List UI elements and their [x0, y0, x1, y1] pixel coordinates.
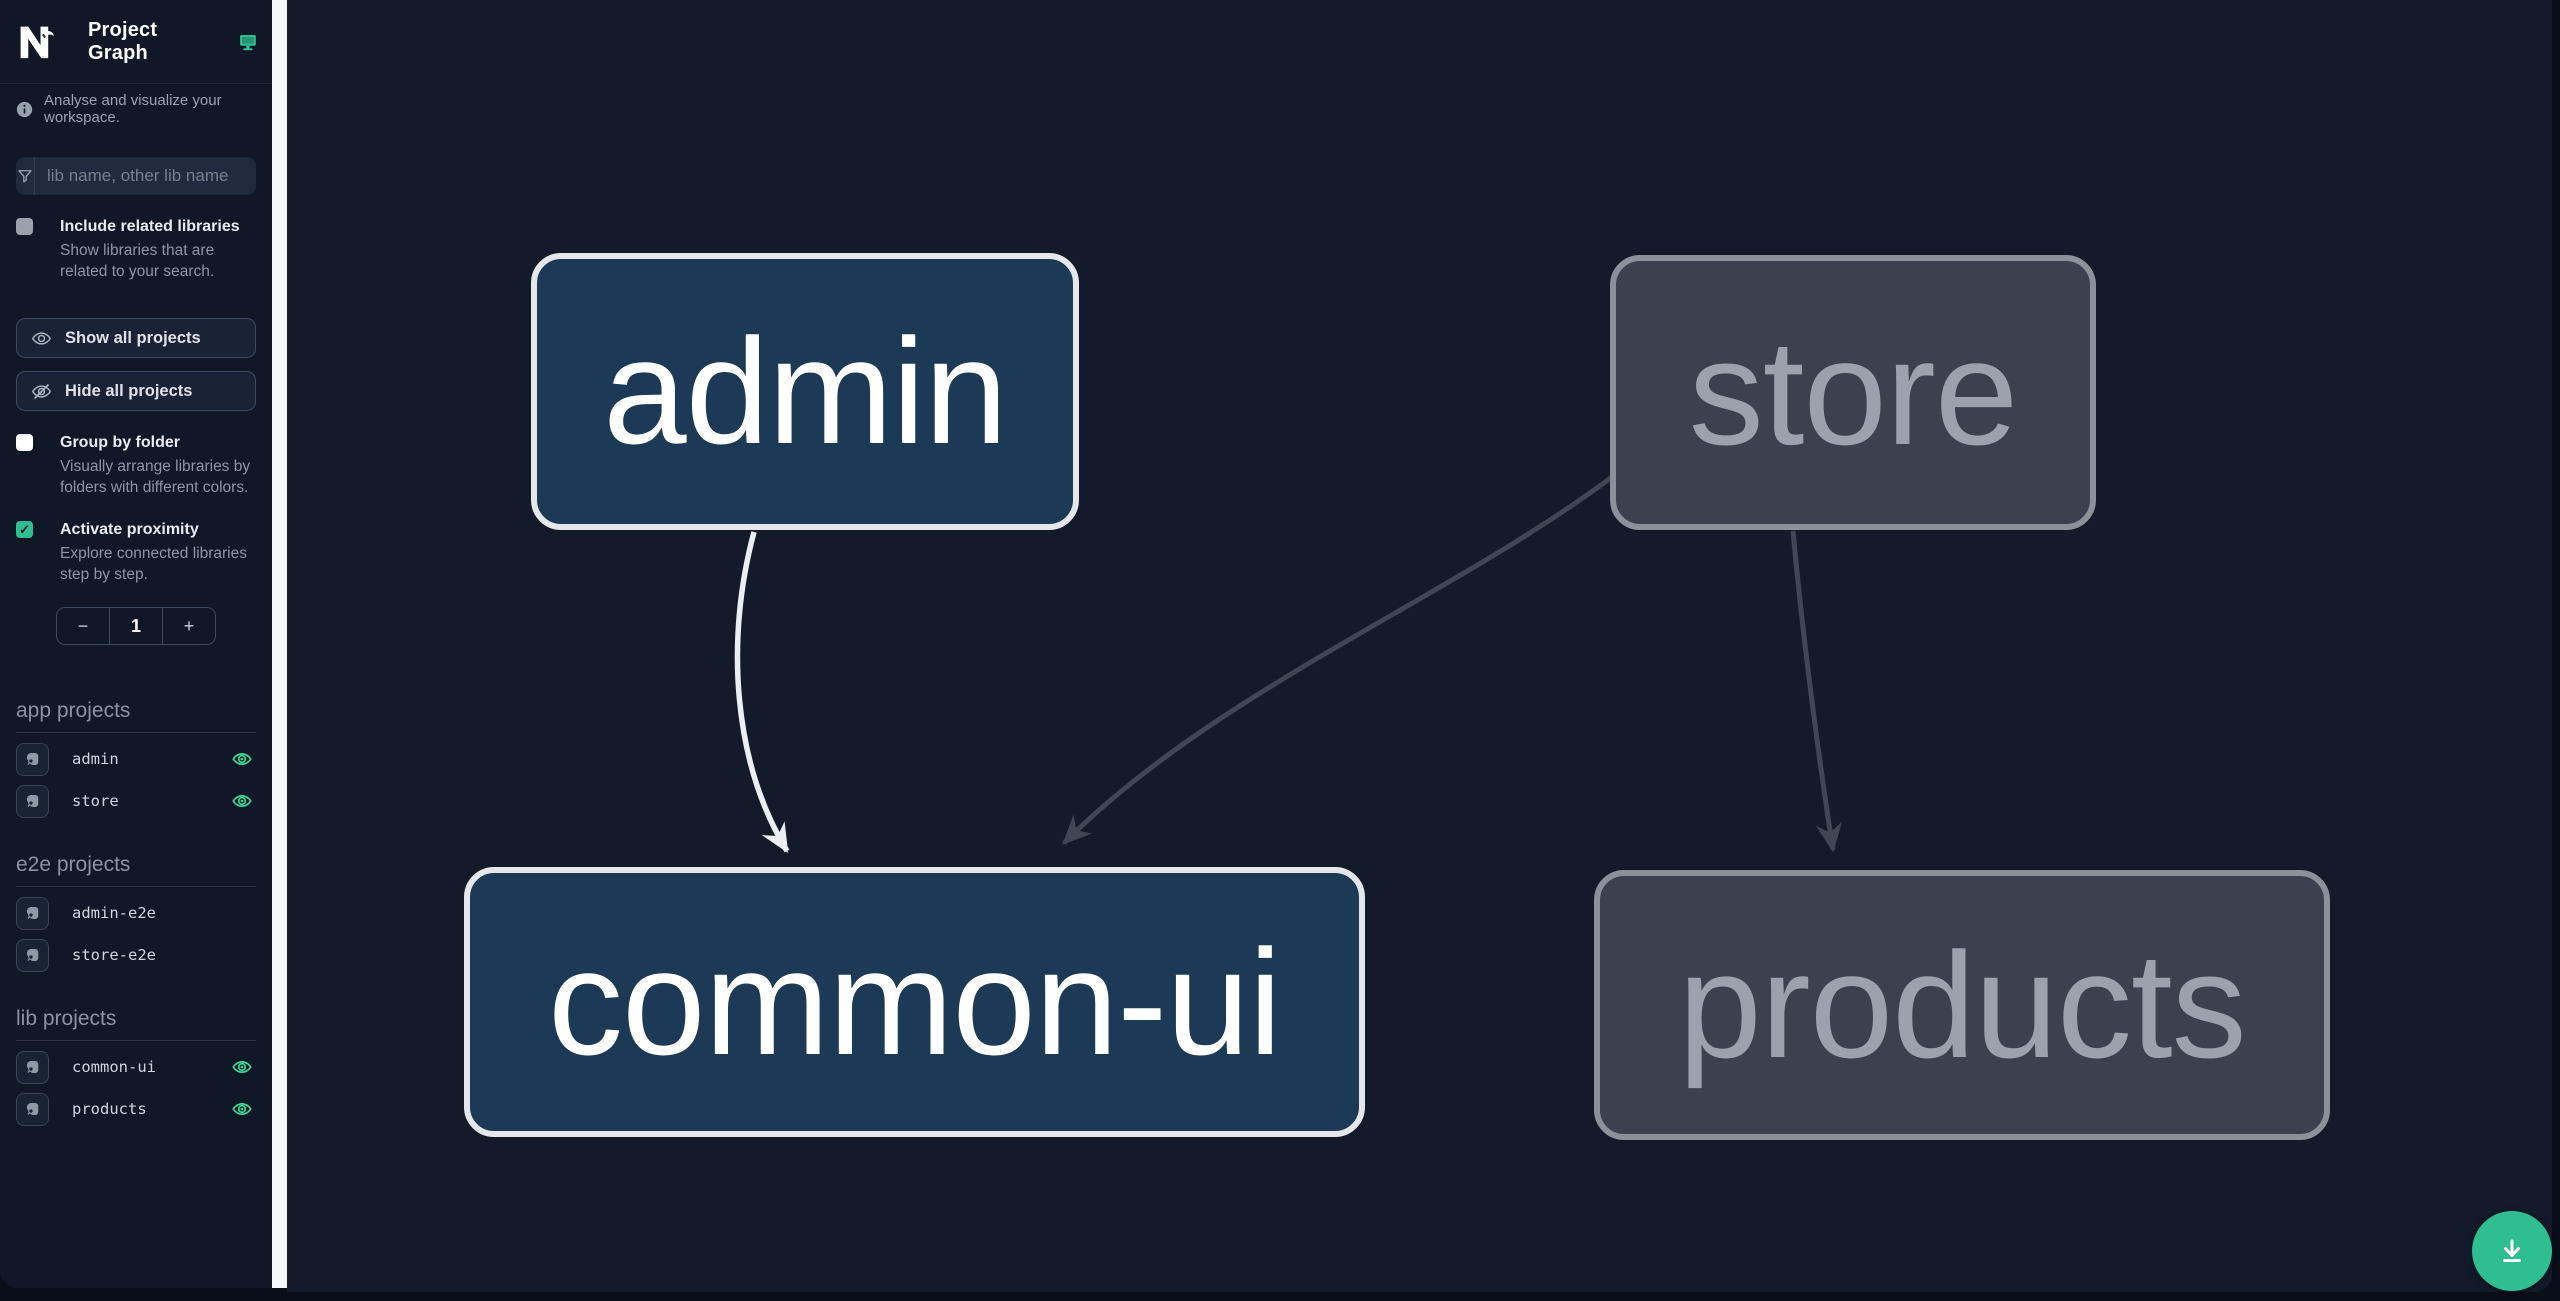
- focus-project-button[interactable]: [16, 896, 49, 930]
- sidebar-scrollbar[interactable]: [272, 0, 287, 1288]
- toggle-visibility-button[interactable]: [230, 789, 254, 813]
- page-title: Project Graph: [88, 18, 158, 64]
- group-by-folder-checkbox[interactable]: [16, 434, 33, 452]
- download-icon: [2503, 1239, 2521, 1262]
- project-row: store: [16, 784, 256, 818]
- project-row: admin-e2e: [16, 896, 256, 930]
- include-related-label: Include related libraries: [60, 218, 240, 235]
- project-sections: app projects admin: [16, 699, 256, 1126]
- eye-icon: [232, 1103, 252, 1116]
- focus-project-icon: [26, 949, 38, 962]
- graph-node-products[interactable]: products: [1594, 870, 2330, 1140]
- edge-store-common-ui: [1062, 474, 1614, 845]
- focus-project-button[interactable]: [16, 1050, 49, 1084]
- project-section: lib projects common-ui: [16, 1007, 256, 1126]
- show-all-projects-button[interactable]: Show all projects: [16, 318, 256, 359]
- include-related-description: Show libraries that are related to your …: [60, 242, 215, 280]
- activate-proximity-label: Activate proximity: [60, 521, 199, 539]
- focus-project-icon: [26, 753, 38, 766]
- download-graph-button[interactable]: [2472, 1211, 2552, 1291]
- section-title: lib projects: [16, 1007, 256, 1042]
- graph-edges: [734, 474, 1843, 854]
- activate-proximity-description: Explore connected libraries step by step…: [60, 545, 247, 583]
- project-name: admin: [72, 750, 119, 769]
- focus-project-button[interactable]: [16, 938, 49, 972]
- toggle-visibility-button[interactable]: [230, 747, 254, 771]
- include-related-checkbox[interactable]: [16, 218, 33, 235]
- option-activate-proximity[interactable]: ✓ Activate proximity Explore connected l…: [16, 520, 256, 585]
- edge-store-products: [1790, 530, 1843, 853]
- activate-proximity-checkbox[interactable]: ✓: [16, 521, 33, 539]
- graph-node-store[interactable]: store: [1610, 255, 2096, 530]
- monitor-icon[interactable]: [238, 31, 258, 53]
- checkmark-icon: ✓: [19, 522, 30, 538]
- option-group-by-folder[interactable]: Group by folder Visually arrange librari…: [16, 433, 256, 498]
- search-box: [16, 157, 256, 195]
- graph-node-common-ui[interactable]: common-ui: [464, 867, 1365, 1137]
- project-name: store: [72, 792, 119, 811]
- project-name: store-e2e: [72, 946, 156, 965]
- filter-funnel-icon: [16, 157, 35, 195]
- hide-all-projects-button[interactable]: Hide all projects: [16, 371, 256, 412]
- focus-project-icon: [26, 1061, 38, 1074]
- group-by-folder-label: Group by folder: [60, 434, 180, 452]
- eye-off-icon: [31, 383, 52, 399]
- toggle-visibility-button[interactable]: [230, 1055, 254, 1079]
- project-row: admin: [16, 742, 256, 776]
- section-title: e2e projects: [16, 853, 256, 888]
- eye-icon: [31, 331, 52, 345]
- section-list: admin store: [16, 742, 256, 818]
- search-input[interactable]: [35, 157, 256, 195]
- sidebar: Project Graph Analyse and visualize your…: [0, 0, 272, 1288]
- focus-project-icon: [26, 907, 38, 920]
- info-banner: Analyse and visualize your workspace.: [16, 92, 256, 126]
- section-title: app projects: [16, 699, 256, 734]
- nx-logo: [20, 26, 54, 58]
- focus-project-button[interactable]: [16, 742, 49, 776]
- section-list: admin-e2e store-e2e: [16, 896, 256, 972]
- toggle-visibility-button[interactable]: [230, 1097, 254, 1121]
- proximity-stepper: − 1 +: [56, 607, 216, 646]
- project-name: admin-e2e: [72, 904, 156, 923]
- eye-icon: [232, 753, 252, 766]
- project-section: app projects admin: [16, 699, 256, 818]
- project-section: e2e projects admin-e2e: [16, 853, 256, 972]
- info-icon: [16, 101, 33, 117]
- eye-icon: [232, 795, 252, 808]
- project-name: products: [72, 1100, 147, 1119]
- edge-admin-common-ui: [734, 531, 790, 854]
- eye-icon: [232, 1061, 252, 1074]
- focus-project-button[interactable]: [16, 784, 49, 818]
- proximity-value: 1: [109, 608, 163, 645]
- show-all-projects-label: Show all projects: [65, 328, 201, 347]
- proximity-decrement-button[interactable]: −: [77, 615, 89, 636]
- sidebar-header: Project Graph: [0, 0, 272, 84]
- focus-project-button[interactable]: [16, 1092, 49, 1126]
- focus-project-icon: [26, 795, 38, 808]
- project-name: common-ui: [72, 1058, 156, 1077]
- hide-all-projects-label: Hide all projects: [65, 381, 193, 400]
- project-row: common-ui: [16, 1050, 256, 1084]
- group-by-folder-description: Visually arrange libraries by folders wi…: [60, 458, 251, 496]
- section-list: common-ui products: [16, 1050, 256, 1126]
- proximity-increment-button[interactable]: +: [183, 615, 195, 636]
- project-row: store-e2e: [16, 938, 256, 972]
- graph-node-admin[interactable]: admin: [531, 253, 1079, 530]
- graph-canvas[interactable]: admin store common-ui products: [287, 0, 2552, 1292]
- project-row: products: [16, 1092, 256, 1126]
- focus-project-icon: [26, 1103, 38, 1116]
- info-banner-text: Analyse and visualize your workspace.: [44, 92, 222, 126]
- option-include-related[interactable]: Include related libraries Show libraries…: [16, 217, 256, 282]
